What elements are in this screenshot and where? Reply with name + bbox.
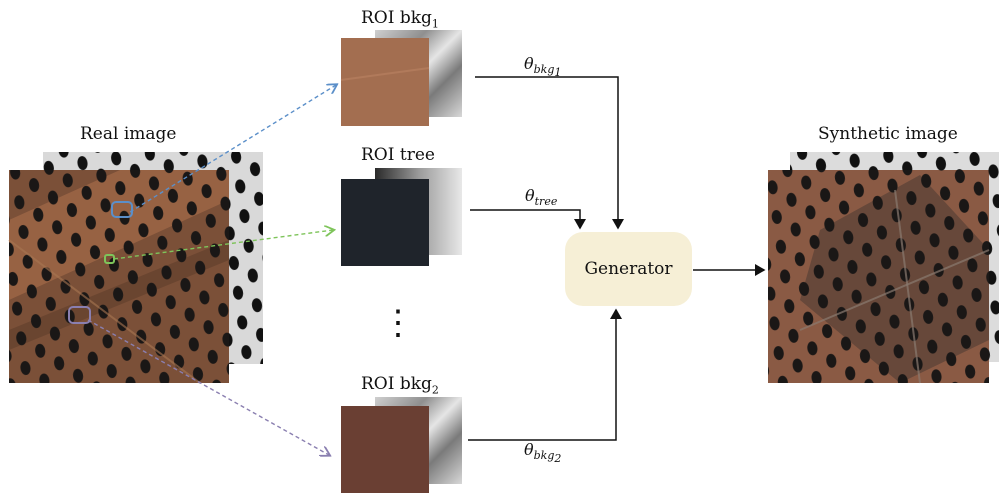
generator-box: Generator — [565, 232, 692, 306]
theta-bkg1-line — [475, 76, 624, 230]
roi-bkg1-title: ROI bkg1 — [361, 8, 439, 31]
synthetic-image-layers — [768, 152, 999, 384]
theta-bkg1-label: θbkg1 — [524, 54, 562, 80]
roi-bkg1-marker — [111, 201, 133, 218]
arrow-to-roi-bkg1 — [129, 85, 336, 213]
theta-tree-label: θtree — [525, 186, 558, 209]
roi-bkg1-tiles — [340, 30, 462, 126]
roi-tree-tiles — [341, 168, 462, 266]
roi-bkg2-title: ROI bkg2 — [361, 374, 439, 397]
generator-label: Generator — [584, 259, 673, 279]
synthetic-image-title: Synthetic image — [818, 124, 958, 144]
theta-tree-line — [470, 209, 586, 230]
roi-tree-title: ROI tree — [361, 145, 435, 165]
ellipsis: ⋮ — [381, 303, 415, 343]
roi-bkg2-marker — [68, 306, 91, 324]
real-image-color-layer — [8, 170, 229, 384]
theta-bkg2-label: θbkg2 — [524, 440, 562, 466]
theta-bkg2-line — [468, 308, 622, 441]
arrow-to-roi-tree — [113, 230, 333, 260]
roi-bkg2-tiles — [341, 397, 462, 493]
real-image-title: Real image — [80, 124, 177, 144]
